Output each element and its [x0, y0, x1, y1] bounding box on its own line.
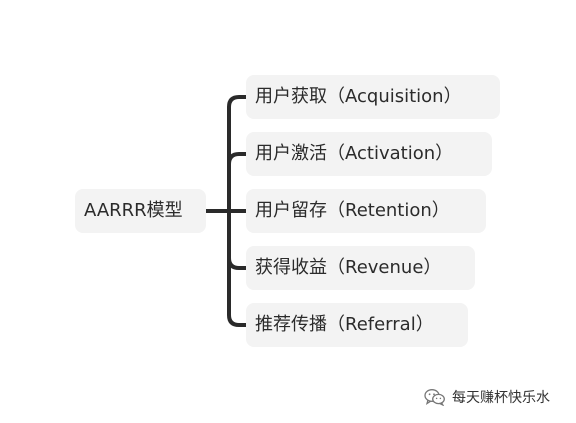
- branch-connector-1: [227, 152, 248, 166]
- branch-node-activation[interactable]: 用户激活（Activation）: [246, 132, 492, 176]
- branch-node-revenue[interactable]: 获得收益（Revenue）: [246, 246, 475, 290]
- branch-node-retention[interactable]: 用户留存（Retention）: [246, 189, 486, 233]
- branch-label-acquisition: 用户获取（Acquisition）: [255, 86, 462, 107]
- wechat-icon: [424, 388, 446, 406]
- root-topic-node[interactable]: AARRR模型: [75, 189, 206, 233]
- watermark: 每天赚杯快乐水: [424, 384, 550, 410]
- branch-label-retention: 用户留存（Retention）: [255, 200, 450, 221]
- branch-node-acquisition[interactable]: 用户获取（Acquisition）: [246, 75, 500, 119]
- watermark-text: 每天赚杯快乐水: [452, 390, 550, 406]
- branch-label-activation: 用户激活（Activation）: [255, 143, 454, 164]
- root-topic-label: AARRR模型: [84, 200, 183, 221]
- branch-connector-3: [227, 256, 248, 270]
- branch-label-referral: 推荐传播（Referral）: [255, 314, 434, 335]
- branch-node-referral[interactable]: 推荐传播（Referral）: [246, 303, 468, 347]
- branch-label-revenue: 获得收益（Revenue）: [255, 257, 442, 278]
